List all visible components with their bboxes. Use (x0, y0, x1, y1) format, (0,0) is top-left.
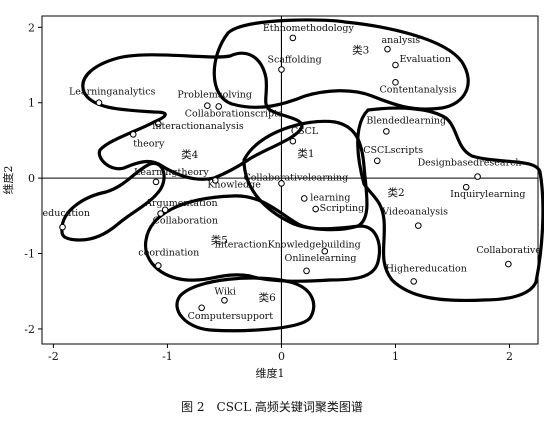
point-label: Scaffolding (267, 55, 321, 66)
data-point (505, 260, 512, 268)
point-label: Designbasedresearch (418, 158, 522, 169)
data-point (410, 278, 418, 285)
point-label: Collaborativelearning (243, 172, 348, 183)
x-tick-label: 2 (506, 350, 513, 363)
data-point (155, 262, 162, 269)
point-label: Problemsolving (177, 90, 252, 101)
cluster-label: 类5 (211, 234, 228, 247)
y-tick-label: 0 (28, 172, 35, 185)
x-tick-label: 1 (392, 350, 399, 363)
point-label: interactionKnowledgebuilding (215, 239, 361, 250)
point-label: learning (310, 192, 350, 203)
point-label: Wiki (214, 286, 235, 297)
data-point (95, 99, 103, 107)
point-label: Videoanalysis (381, 207, 448, 218)
point-label: Highereducation (386, 263, 467, 274)
figure-caption: 图 2 CSCL 高频关键词聚类图谱 (181, 400, 363, 414)
point-label: CSCLscripts (363, 145, 423, 156)
x-tick-label: -2 (48, 350, 59, 363)
point-label: Evaluation (399, 54, 450, 65)
point-label: Learninganalytics (69, 87, 156, 98)
cluster-label: 类4 (181, 148, 198, 161)
point-label: Collaborative (476, 245, 541, 256)
data-point (278, 180, 285, 187)
data-point (152, 178, 160, 186)
point-label: education (43, 208, 91, 219)
point-label: analysis (381, 35, 420, 46)
cluster-label: 类6 (259, 291, 276, 304)
data-point (384, 45, 391, 53)
data-point (300, 195, 308, 202)
data-point (321, 247, 329, 255)
point-label: interactionanalysis (152, 121, 244, 132)
point-label: Computersupport (188, 311, 274, 322)
data-point (392, 61, 399, 69)
point-label: Ethnomethodology (263, 23, 355, 34)
point-label: Contentanalysis (379, 84, 456, 95)
point-label: Argumentation (144, 198, 218, 209)
point-label: Collaboration (153, 216, 218, 227)
y-axis-title: 维度2 (1, 166, 15, 195)
x-tick-label: 0 (278, 350, 285, 363)
point-label: Scripting (320, 203, 365, 214)
cluster-label: 类2 (387, 186, 404, 199)
data-point (414, 222, 422, 229)
cluster-outlines (60, 18, 544, 333)
data-point (373, 157, 381, 165)
data-point (161, 206, 169, 214)
y-tick-label: -1 (24, 248, 35, 261)
y-tick-label: 1 (28, 97, 35, 110)
data-point (383, 128, 390, 135)
data-point (215, 103, 223, 110)
y-tick-label: -2 (24, 323, 35, 336)
point-label: Inquirylearning (450, 189, 525, 200)
data-point (289, 34, 297, 42)
point-label: theory (133, 138, 165, 149)
data-point (474, 173, 481, 180)
data-point (303, 267, 310, 275)
data-point (312, 205, 319, 213)
point-label: coordination (138, 248, 199, 259)
point-label: Collaborationscripts (185, 108, 283, 119)
cluster-4-outline (81, 51, 304, 181)
cluster-label: 类1 (297, 147, 314, 160)
data-point (289, 137, 297, 145)
cluster-education-outline (60, 161, 166, 242)
cluster-5-outline (143, 194, 382, 283)
point-label: Knowledge (207, 179, 261, 190)
cluster-1-outline (242, 119, 369, 232)
point-label: CSCL (291, 126, 319, 137)
point-label: Onlinelearning (285, 253, 357, 264)
data-point (204, 102, 211, 110)
plot-border (41, 15, 539, 345)
data-point (59, 223, 66, 231)
x-axis-title: 维度1 (256, 366, 285, 380)
point-label: Blendedlearning (366, 115, 446, 126)
plot-frame (41, 15, 539, 345)
data-point (157, 210, 164, 217)
data-point (198, 304, 205, 312)
cluster-2-outline (356, 106, 544, 303)
data-point (392, 79, 399, 86)
x-tick-label: -1 (162, 350, 173, 363)
data-point (462, 183, 470, 191)
data-point (278, 66, 285, 73)
data-point (155, 120, 162, 128)
data-point (129, 131, 137, 138)
cluster-label: 类3 (352, 44, 369, 57)
point-label: Learningtheory (134, 167, 209, 178)
y-tick-label: 2 (28, 21, 35, 34)
cluster-6-outline (175, 276, 316, 333)
data-point (212, 177, 219, 184)
data-point (221, 296, 228, 304)
